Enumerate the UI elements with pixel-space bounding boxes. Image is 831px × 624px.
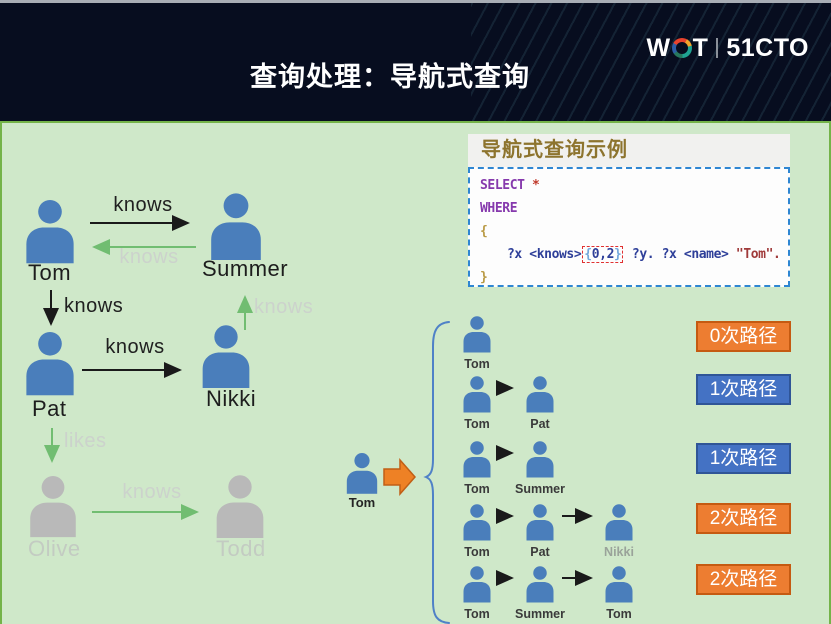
code-var-y: ?y. <box>631 247 655 262</box>
edge-label-knows-6: knows <box>122 481 182 503</box>
logo-letter-w: W <box>646 33 671 62</box>
logo-brand: 51CTO <box>726 33 809 62</box>
person-icon-nikki <box>197 324 255 388</box>
code-line-pattern: ?x <knows>{0,2} ?y. ?x <name> "Tom". <box>480 243 781 266</box>
person-icon-olive <box>26 474 80 538</box>
tree-person-icon <box>461 315 493 353</box>
header: 查询处理：导航式查询 W T 51CTO <box>0 3 831 121</box>
tree-label: Pat <box>530 417 550 431</box>
person-icon-summer <box>206 192 266 260</box>
code-pred-name: <name> <box>683 247 729 262</box>
code-line-select: SELECT * <box>480 174 778 197</box>
code-var-x2: ?x <box>661 247 677 262</box>
node-label-pat: Pat <box>32 396 67 421</box>
edge-label-knows-4: knows <box>105 336 165 358</box>
code-var-x: ?x <box>507 247 522 262</box>
edge-label-knows-1: knows <box>113 194 173 216</box>
tree-label: Tom <box>464 545 490 559</box>
logo-letter-t: T <box>692 33 709 62</box>
code-star: * <box>532 178 540 193</box>
code-line-open-brace: { <box>480 224 488 239</box>
tree-person-icon <box>524 503 556 541</box>
person-icon-tom <box>22 198 78 264</box>
node-label-olive: Olive <box>28 536 81 561</box>
edge-label-likes: likes <box>64 430 107 452</box>
top-strip <box>0 0 831 3</box>
node-label-todd: Todd <box>216 536 266 561</box>
tree-label: Summer <box>514 482 566 496</box>
code-line-close-brace: } <box>480 270 488 285</box>
edge-label-knows-2: knows <box>119 246 179 268</box>
page-title: 查询处理：导航式查询 <box>250 62 530 92</box>
path-badge-3: 2次路径 <box>696 503 791 534</box>
person-icon-todd <box>212 474 268 538</box>
tree-label: Tom <box>464 482 490 496</box>
header-streaks-decor <box>471 3 831 121</box>
tree-person-icon <box>524 375 556 413</box>
logo-separator <box>716 38 719 58</box>
example-box-title: 导航式查询示例 <box>468 134 790 167</box>
tree-person-icon <box>461 503 493 541</box>
tree-label: Summer <box>514 607 566 621</box>
sparql-code: SELECT * WHERE { ?x <knows>{0,2} ?y. ?x … <box>468 167 790 287</box>
tree-label: Nikki <box>604 545 634 559</box>
tree-label: Tom <box>464 357 490 371</box>
node-label-nikki: Nikki <box>206 386 257 411</box>
tree-person-icon <box>524 565 556 603</box>
path-badge-2: 1次路径 <box>696 443 791 474</box>
wot-51cto-logo: W T 51CTO <box>646 34 809 62</box>
code-line-where: WHERE <box>480 197 778 220</box>
tree-person-icon <box>461 440 493 478</box>
tree-person-icon <box>603 565 635 603</box>
navigational-query-example-box: 导航式查询示例 SELECT * WHERE { ?x <knows>{0,2}… <box>468 134 790 287</box>
edge-label-knows-3: knows <box>64 295 124 317</box>
tree-label: Tom <box>606 607 632 621</box>
edge-label-knows-5: knows <box>254 296 314 318</box>
code-keyword-select: SELECT <box>480 178 525 193</box>
path-badge-0: 0次路径 <box>696 321 791 352</box>
node-label-tom: Tom <box>28 260 72 285</box>
path-badge-4: 2次路径 <box>696 564 791 595</box>
node-label-summer: Summer <box>202 256 289 281</box>
tree-label: Tom <box>464 607 490 621</box>
source-label-tom: Tom <box>348 495 376 510</box>
tree-person-icon <box>461 375 493 413</box>
path-badge-1: 1次路径 <box>696 374 791 405</box>
tree-person-icon <box>461 565 493 603</box>
code-range-digits: 0,2 <box>591 247 615 262</box>
tree-person-icon <box>603 503 635 541</box>
path-range-highlight: {0,2} <box>582 246 624 263</box>
logo-ring-icon <box>671 38 692 58</box>
code-string-tom: "Tom". <box>735 247 781 262</box>
tree-label: Pat <box>530 545 550 559</box>
tree-label: Tom <box>464 417 490 431</box>
code-keyword-where: WHERE <box>480 201 518 216</box>
code-pred-knows: <knows> <box>529 247 582 262</box>
person-icon-source-tom <box>344 452 380 494</box>
tree-person-icon <box>524 440 556 478</box>
person-icon-pat <box>22 330 78 396</box>
